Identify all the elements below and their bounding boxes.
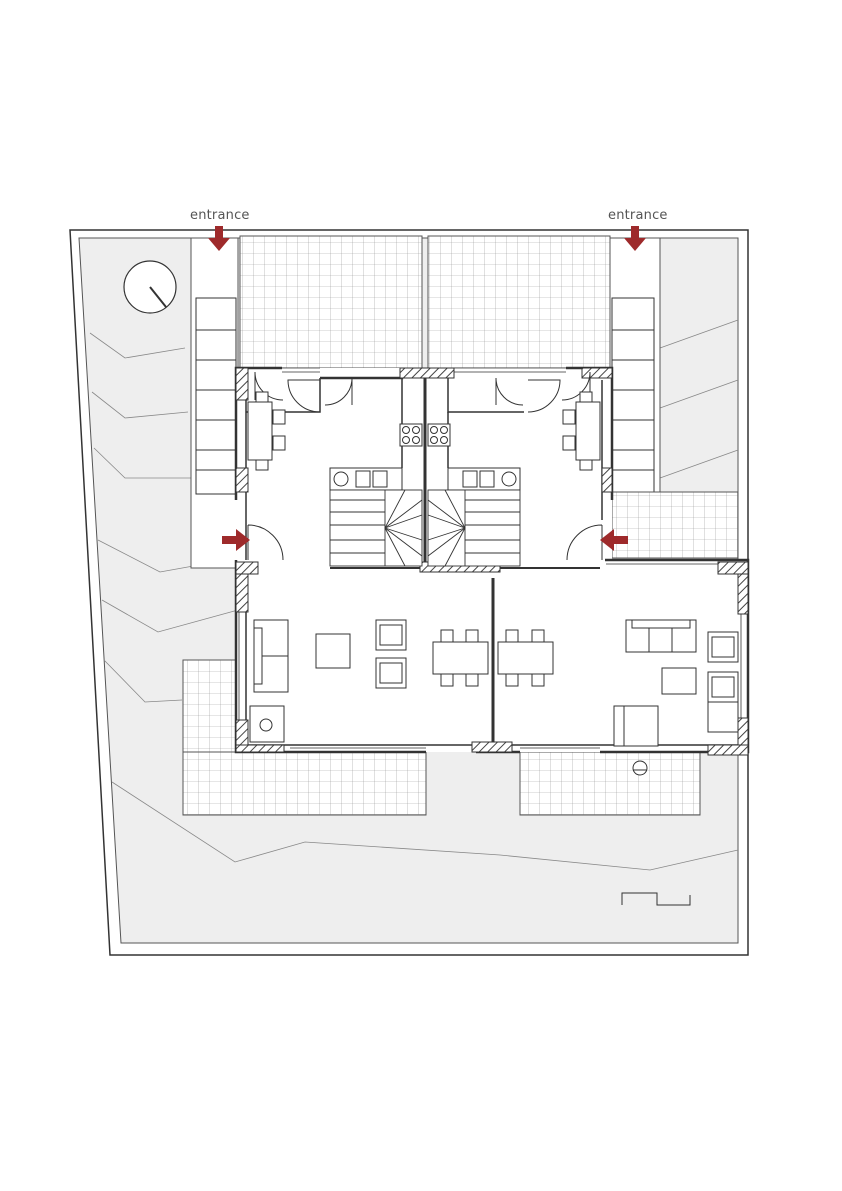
arrow-left-icon xyxy=(600,529,628,551)
kitchen-table-right xyxy=(562,391,601,471)
windows xyxy=(238,367,742,749)
parking-marker xyxy=(621,892,691,906)
kitchen-right xyxy=(427,423,521,491)
dining-table-right xyxy=(497,641,554,675)
arrow-right-icon xyxy=(222,529,250,551)
bbq-right xyxy=(632,760,648,776)
structural-columns xyxy=(235,367,749,756)
entrance-label-left: entrance xyxy=(190,208,250,223)
kitchen-table-left xyxy=(247,391,286,471)
staircase-left xyxy=(329,489,423,567)
exterior-steps-right xyxy=(611,297,655,495)
tiled-terraces xyxy=(182,235,739,816)
living-room-right xyxy=(497,619,739,776)
terrace-north-right xyxy=(427,235,611,369)
entrance-label-right: entrance xyxy=(608,208,668,223)
staircase-right xyxy=(427,489,521,567)
exterior-steps-left xyxy=(195,297,237,495)
terrace-north-left xyxy=(239,235,423,369)
fireplace-right xyxy=(613,705,659,747)
arrow-down-icon xyxy=(624,226,646,251)
terrace-east xyxy=(611,491,739,559)
arrow-down-icon xyxy=(208,226,230,251)
terrace-south-right xyxy=(519,751,701,816)
coffee-table-right xyxy=(661,667,697,695)
living-room-left xyxy=(249,619,489,743)
coffee-table-left xyxy=(315,633,351,669)
terrace-south-left xyxy=(182,751,427,816)
dining-table-left xyxy=(432,641,489,675)
north-arrow-icon xyxy=(123,260,177,314)
